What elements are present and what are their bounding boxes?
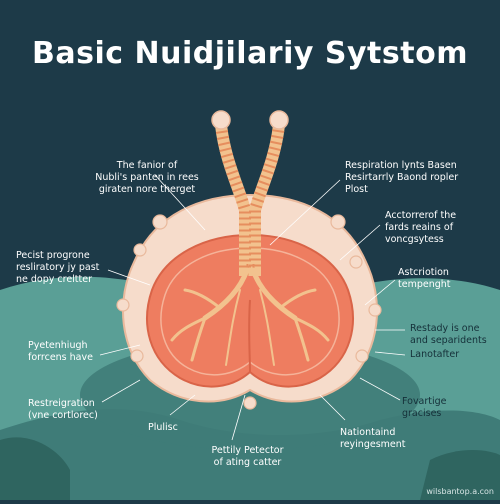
label-right-4: Restady is one and separidents (410, 323, 487, 346)
label-right-3: Astcriotion tempenght (398, 267, 451, 290)
ground-right-dark (420, 450, 500, 500)
diagram-title: Basic Nuidjilariy Sytstom (32, 36, 468, 71)
ground-left-dark (0, 437, 70, 500)
label-bottom-center: Pettily Petector of ating catter (211, 445, 284, 468)
label-right-6: Fovartige gracises (402, 396, 447, 419)
watermark: wilsbantop.a.con (426, 487, 494, 496)
label-bottom-right: Nationtaind reyingesment (340, 427, 406, 450)
lung-divider (248, 299, 251, 373)
label-bottom-left: Plulisc (148, 422, 178, 433)
label-left-low1: Pyetenhiugh forrcens have (28, 340, 93, 363)
label-right-top: Respiration lynts Basen Resirtarrly Baon… (345, 160, 459, 195)
label-right-5: Lanotafter (410, 349, 460, 360)
bronchial-tree (170, 267, 330, 366)
label-left-mid: Pecist progrone resliratory jy past ne d… (16, 250, 100, 285)
label-right-2: Acctorrerof the fards reains of voncgsyt… (385, 210, 457, 245)
label-left-low2: Restreigration (vne cortlorec) (28, 398, 98, 421)
trachea (211, 110, 289, 276)
label-left-top: The fanior of Nubli's panten in rees gir… (95, 160, 199, 195)
leader-lines (99, 174, 406, 441)
